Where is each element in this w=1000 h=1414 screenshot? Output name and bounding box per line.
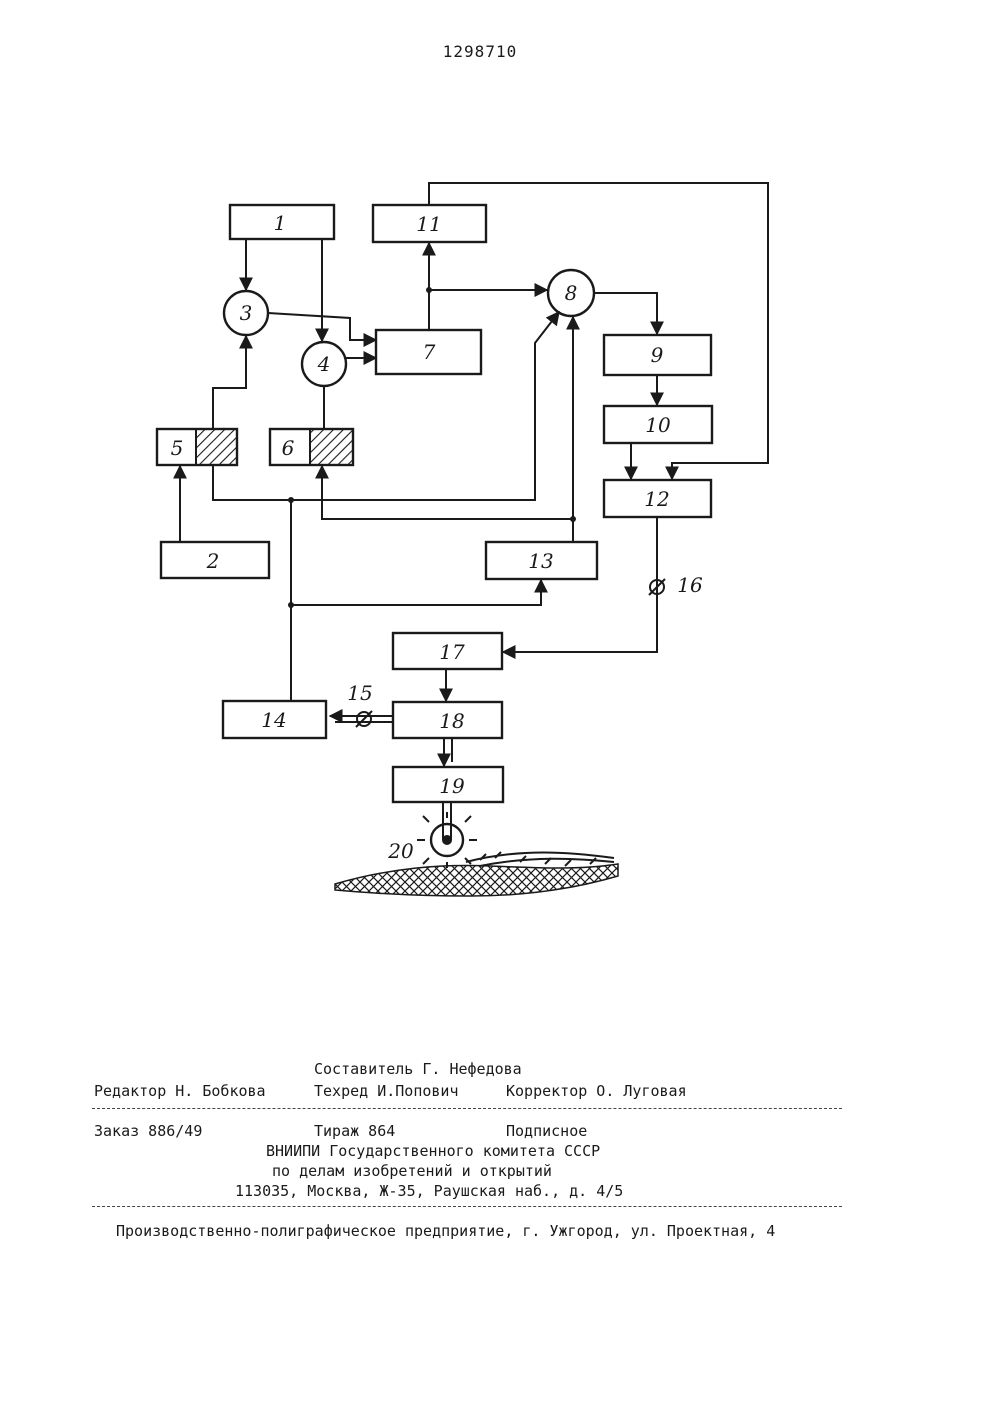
- corrector-line: Корректор О. Луговая: [506, 1082, 687, 1100]
- block-5-label: 5: [171, 436, 184, 460]
- block-10-label: 10: [645, 413, 671, 437]
- block-12-label: 12: [644, 487, 669, 511]
- connector-16-label: 16: [677, 573, 703, 597]
- connector-15-label: 15: [347, 681, 372, 705]
- block-13: 13: [486, 542, 597, 579]
- circle-4: 4: [302, 342, 346, 386]
- block-19: 19: [393, 767, 503, 802]
- circulation-line: Тираж 864: [314, 1122, 395, 1140]
- block-18-label: 18: [439, 709, 464, 733]
- block-7-label: 7: [423, 340, 436, 364]
- block-17-label: 17: [439, 640, 465, 664]
- block-1-label: 1: [274, 211, 287, 235]
- cutter-20-label: 20: [387, 839, 414, 863]
- org-line-2: по делам изобретений и открытий: [272, 1162, 552, 1180]
- connector-15: 15: [347, 681, 372, 727]
- compiler-line: Составитель Г. Нефедова: [314, 1060, 522, 1078]
- printer-line: Производственно-полиграфическое предприя…: [116, 1222, 775, 1240]
- block-diagram: 1 2 3 4 5 6 7 8 9 10 11: [0, 0, 1000, 940]
- block-18: 18: [393, 702, 502, 738]
- divider: [92, 1108, 842, 1109]
- divider: [92, 1206, 842, 1207]
- block-1: 1: [230, 205, 334, 239]
- block-7: 7: [376, 330, 481, 374]
- cutter-20: 20: [387, 812, 477, 868]
- circle-8: 8: [548, 270, 594, 316]
- ground-surface: [335, 852, 618, 896]
- circle-4-label: 4: [317, 352, 331, 376]
- block-6: 6: [270, 429, 353, 465]
- block-19-label: 19: [439, 774, 465, 798]
- org-line-1: ВНИИПИ Государственного комитета СССР: [266, 1142, 600, 1160]
- block-5: 5: [157, 429, 237, 465]
- block-14: 14: [223, 701, 326, 738]
- org-address: 113035, Москва, Ж-35, Раушская наб., д. …: [235, 1182, 623, 1200]
- circle-3: 3: [224, 291, 268, 335]
- block-12: 12: [604, 480, 711, 517]
- order-line: Заказ 886/49: [94, 1122, 202, 1140]
- block-11: 11: [373, 205, 486, 242]
- block-6-label: 6: [282, 436, 295, 460]
- circle-3-label: 3: [240, 301, 253, 325]
- connections: [180, 183, 768, 840]
- block-2-label: 2: [206, 549, 220, 573]
- block-17: 17: [393, 633, 502, 669]
- block-14-label: 14: [261, 708, 286, 732]
- block-9: 9: [604, 335, 711, 375]
- block-11-label: 11: [416, 212, 441, 236]
- block-13-label: 13: [528, 549, 553, 573]
- subscription-line: Подписное: [506, 1122, 587, 1140]
- block-10: 10: [604, 406, 712, 443]
- block-9-label: 9: [651, 343, 664, 367]
- circle-8-label: 8: [565, 281, 578, 305]
- editor-line: Редактор Н. Бобкова: [94, 1082, 266, 1100]
- block-2: 2: [161, 542, 269, 578]
- techred-line: Техред И.Попович: [314, 1082, 459, 1100]
